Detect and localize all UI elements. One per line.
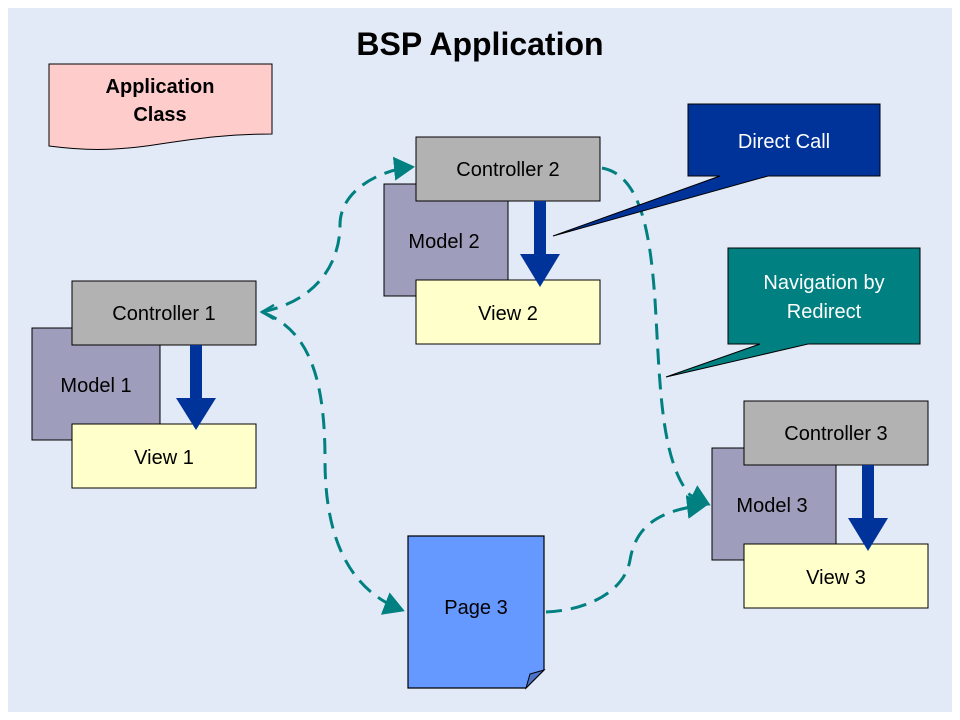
direct-call-label: Direct Call: [738, 131, 830, 153]
view-3-box[interactable]: [743, 543, 929, 609]
dashed-links: [259, 156, 711, 615]
link-page3-model3: [545, 495, 708, 614]
model-1-label: Model 1: [60, 375, 131, 397]
application-class-shape[interactable]: Application Class: [48, 63, 273, 150]
arrow-controller2-view2: [520, 201, 560, 287]
controller-3-label: Controller 3: [784, 423, 887, 445]
page-fold-icon: [524, 668, 546, 690]
view-1-box[interactable]: [71, 423, 257, 489]
page-title: BSP Application: [356, 26, 603, 62]
link-controller1-controller2: [261, 156, 415, 314]
model-3-box[interactable]: [711, 447, 837, 561]
mvc-group-3: Model 3 Controller 3 View 3: [711, 400, 929, 609]
page-3-shape[interactable]: Page 3: [407, 535, 546, 690]
direct-call-callout: Direct Call: [552, 103, 881, 237]
link-controller2-model3: [601, 166, 711, 507]
navigation-label-line2: Redirect: [787, 301, 862, 323]
controller-3-box[interactable]: [743, 400, 929, 466]
application-class-line1: Application: [106, 76, 215, 98]
controller-1-box[interactable]: [71, 280, 257, 346]
page-3-label: Page 3: [444, 597, 507, 619]
navigation-label-line1: Navigation by: [763, 272, 884, 294]
mvc-group-1: Model 1 Controller 1 View 1: [31, 280, 257, 489]
arrow-controller3-view3: [848, 465, 888, 551]
link-open-arrowhead: [259, 303, 275, 321]
arrow-controller1-view1: [176, 345, 216, 430]
view-1-label: View 1: [134, 447, 194, 469]
navigation-callout: Navigation by Redirect: [665, 247, 921, 378]
controller-2-box[interactable]: [415, 136, 601, 202]
view-3-label: View 3: [806, 567, 866, 589]
application-class-line2: Class: [133, 104, 186, 126]
model-3-label: Model 3: [736, 495, 807, 517]
mvc-group-2: Model 2 Controller 2 View 2: [383, 136, 601, 345]
controller-1-label: Controller 1: [112, 303, 215, 325]
link-controller1-page3: [261, 310, 405, 615]
model-2-label: Model 2: [408, 231, 479, 253]
controller-2-label: Controller 2: [456, 159, 559, 181]
view-2-box[interactable]: [415, 279, 601, 345]
view-2-label: View 2: [478, 303, 538, 325]
